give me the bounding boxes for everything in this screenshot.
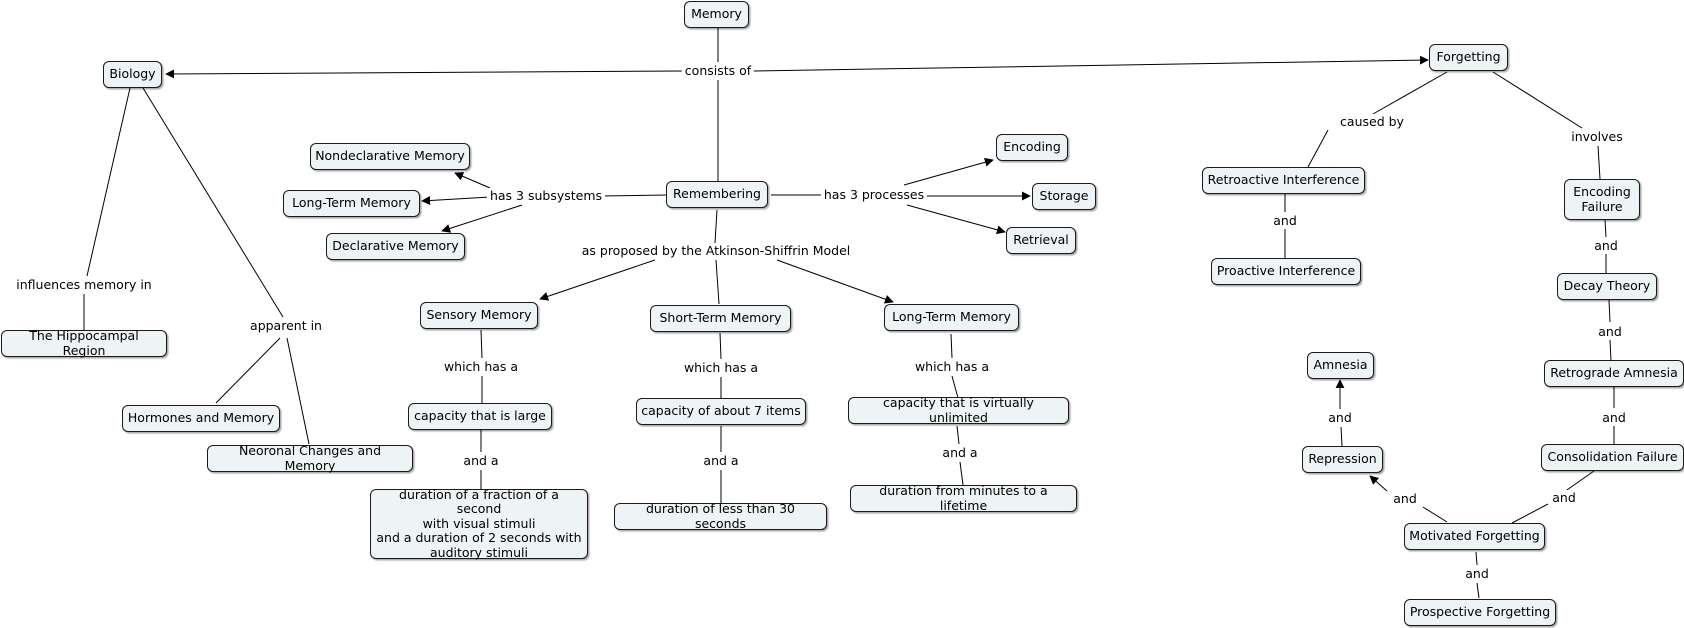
- line-caused-retroactive: [1307, 129, 1329, 168]
- concept-short-term-memory[interactable]: Short-Term Memory: [650, 305, 791, 332]
- line-repression-and: [1340, 426, 1343, 447]
- link-has-3-subsystems: has 3 subsystems: [486, 188, 606, 204]
- link-and-a-stm: and a: [700, 453, 742, 469]
- line-ltm-a: [950, 333, 953, 359]
- link-caused-by: caused by: [1337, 114, 1407, 130]
- line-and-motivated: [1511, 503, 1549, 524]
- link-which-has-a-sensory: which has a: [440, 359, 522, 375]
- concept-prospective-forgetting[interactable]: Prospective Forgetting: [1404, 599, 1556, 626]
- line-stm-a: [719, 332, 722, 360]
- link-and-amnesia: and: [1325, 410, 1355, 426]
- line-forgetting-involves: [1492, 71, 1583, 129]
- link-involves: involves: [1568, 129, 1626, 145]
- line-biology-influences: [86, 87, 131, 277]
- line-apparent-neuronal: [286, 337, 310, 445]
- concept-amnesia[interactable]: Amnesia: [1307, 352, 1374, 379]
- arrow-to-ltm: [776, 259, 894, 304]
- line-to-stm: [715, 259, 720, 305]
- link-and-consolidation: and: [1549, 490, 1579, 506]
- arrow-to-sensory: [539, 259, 656, 301]
- concept-repression[interactable]: Repression: [1302, 446, 1383, 473]
- concept-capacity-unlimited[interactable]: capacity that is virtually unlimited: [848, 395, 1069, 424]
- concept-declarative-memory[interactable]: Declarative Memory: [326, 233, 465, 260]
- link-consists-of: consists of: [681, 63, 755, 79]
- concept-sensory-memory[interactable]: Sensory Memory: [420, 302, 538, 329]
- concept-decay-theory[interactable]: Decay Theory: [1557, 273, 1657, 300]
- arrow-to-retrieval: [906, 204, 1006, 235]
- concept-duration-sensory[interactable]: duration of a fraction of a second with …: [370, 487, 588, 560]
- arrow-to-ltm-sub: [421, 196, 491, 206]
- arrow-to-repression: [1369, 475, 1388, 492]
- concept-storage[interactable]: Storage: [1032, 183, 1096, 210]
- concept-retrieval[interactable]: Retrieval: [1006, 227, 1076, 254]
- line-apparent-hormones: [215, 337, 281, 404]
- link-atkinson-shiffrin: as proposed by the Atkinson-Shiffrin Mod…: [578, 243, 854, 259]
- link-influences-memory: influences memory in: [13, 277, 155, 293]
- concept-memory[interactable]: Memory: [684, 1, 749, 28]
- concept-encoding-failure[interactable]: Encoding Failure: [1564, 179, 1640, 220]
- arrow-to-encoding: [903, 157, 994, 186]
- concept-long-term-memory[interactable]: Long-Term Memory: [884, 304, 1019, 331]
- line-and-retrograde: [1609, 339, 1612, 362]
- arrow-to-biology: [165, 69, 685, 79]
- line-motivated-and: [1422, 506, 1448, 523]
- concept-remembering[interactable]: Remembering: [666, 181, 768, 208]
- link-apparent-in: apparent in: [247, 318, 325, 334]
- link-and-encoding-failure: and: [1591, 238, 1621, 254]
- line-motivated-and-prosp: [1475, 551, 1478, 566]
- concept-capacity-7-items[interactable]: capacity of about 7 items: [636, 398, 806, 425]
- line-ltm-c: [956, 425, 960, 445]
- concept-duration-less-30s[interactable]: duration of less than 30 seconds: [614, 501, 827, 530]
- link-and-retroactive: and: [1270, 213, 1300, 229]
- concept-proactive-interference[interactable]: Proactive Interference: [1211, 258, 1361, 285]
- link-and-repression: and: [1390, 491, 1420, 507]
- link-which-has-a-stm: which has a: [680, 360, 762, 376]
- line-involves-ef: [1597, 145, 1601, 180]
- line-sensory-a: [480, 329, 483, 359]
- concept-biology[interactable]: Biology: [103, 61, 162, 88]
- line-ef-and: [1604, 219, 1607, 238]
- link-and-decay: and: [1595, 324, 1625, 340]
- arrow-to-forgetting: [751, 55, 1429, 72]
- concept-long-term-memory-subsystem[interactable]: Long-Term Memory: [283, 190, 420, 217]
- line-decay-and: [1608, 299, 1611, 323]
- concept-retrograde-amnesia[interactable]: Retrograde Amnesia: [1544, 360, 1684, 387]
- concept-duration-lifetime[interactable]: duration from minutes to a lifetime: [850, 483, 1077, 512]
- concept-motivated-forgetting[interactable]: Motivated Forgetting: [1404, 523, 1545, 550]
- concept-nondeclarative-memory[interactable]: Nondeclarative Memory: [310, 143, 470, 170]
- link-and-a-ltm: and a: [939, 445, 981, 461]
- line-forgetting-caused: [1372, 71, 1448, 115]
- concept-forgetting[interactable]: Forgetting: [1429, 44, 1508, 71]
- line-ltm-b: [951, 375, 959, 399]
- link-and-prospective: and: [1462, 566, 1492, 582]
- concept-retroactive-interference[interactable]: Retroactive Interference: [1202, 167, 1365, 194]
- arrow-to-declarative: [441, 204, 523, 233]
- link-and-retrograde: and: [1599, 410, 1629, 426]
- link-has-3-processes: has 3 processes: [820, 187, 928, 203]
- concept-consolidation-failure[interactable]: Consolidation Failure: [1541, 444, 1684, 471]
- concept-encoding[interactable]: Encoding: [996, 134, 1068, 161]
- line-biology-apparent: [142, 87, 284, 318]
- line-consolidation-and: [1563, 470, 1595, 493]
- line-remembering-subsystems: [601, 194, 667, 197]
- line-and-prospective: [1476, 582, 1480, 599]
- arrow-to-nondeclarative: [454, 172, 491, 189]
- line-ltm-d: [959, 461, 964, 486]
- concept-hormones-memory[interactable]: Hormones and Memory: [122, 405, 280, 432]
- line-remembering-model: [714, 209, 718, 244]
- concept-hippocampal-region[interactable]: The Hippocampal Region: [1, 328, 167, 357]
- link-which-has-a-ltm: which has a: [911, 359, 993, 375]
- concept-neuronal-changes[interactable]: Neoronal Changes and Memory: [207, 443, 413, 472]
- link-and-a-sensory: and a: [460, 453, 502, 469]
- concept-capacity-large[interactable]: capacity that is large: [408, 403, 552, 430]
